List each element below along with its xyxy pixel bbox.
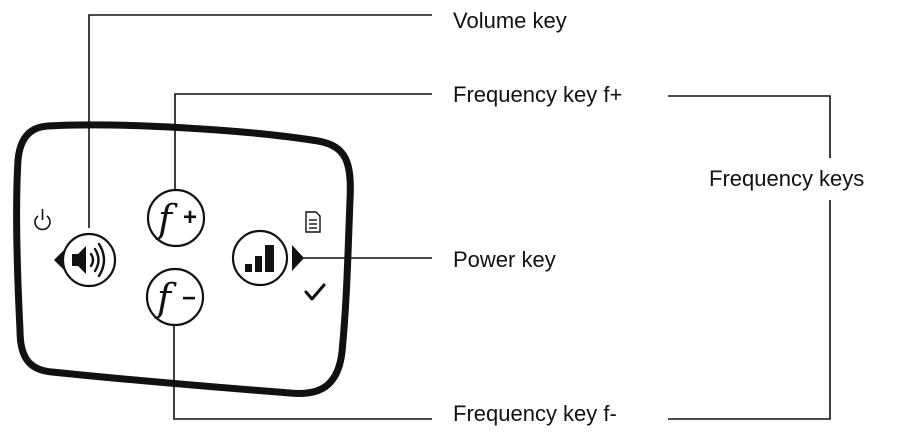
signal-bars-icon — [245, 245, 274, 272]
frequency-plus-key[interactable]: f + — [146, 188, 206, 248]
power-key[interactable] — [231, 229, 304, 287]
frequency-plus-key-label: Frequency key f+ — [453, 82, 623, 107]
check-icon — [304, 283, 326, 301]
bracket-frequency-keys-lower — [668, 200, 831, 420]
leader-lines — [88, 14, 831, 420]
leader-frequency-minus — [173, 326, 432, 420]
leader-frequency-plus — [174, 93, 432, 190]
frequency-minus-sign: − — [182, 285, 196, 312]
leader-volume-key — [88, 14, 432, 228]
power-icon — [34, 209, 51, 231]
frequency-minus-key-label: Frequency key f- — [453, 401, 617, 426]
volume-key[interactable] — [54, 232, 117, 288]
device-body — [13, 121, 354, 397]
document-icon — [305, 211, 321, 233]
power-key-label: Power key — [453, 247, 556, 272]
frequency-minus-key[interactable]: f − — [145, 267, 205, 327]
bracket-frequency-keys — [668, 95, 831, 158]
frequency-plus-sign: + — [183, 204, 197, 231]
frequency-keys-label: Frequency keys — [709, 166, 865, 191]
speaker-icon — [72, 242, 106, 278]
volume-key-label: Volume key — [453, 8, 567, 33]
